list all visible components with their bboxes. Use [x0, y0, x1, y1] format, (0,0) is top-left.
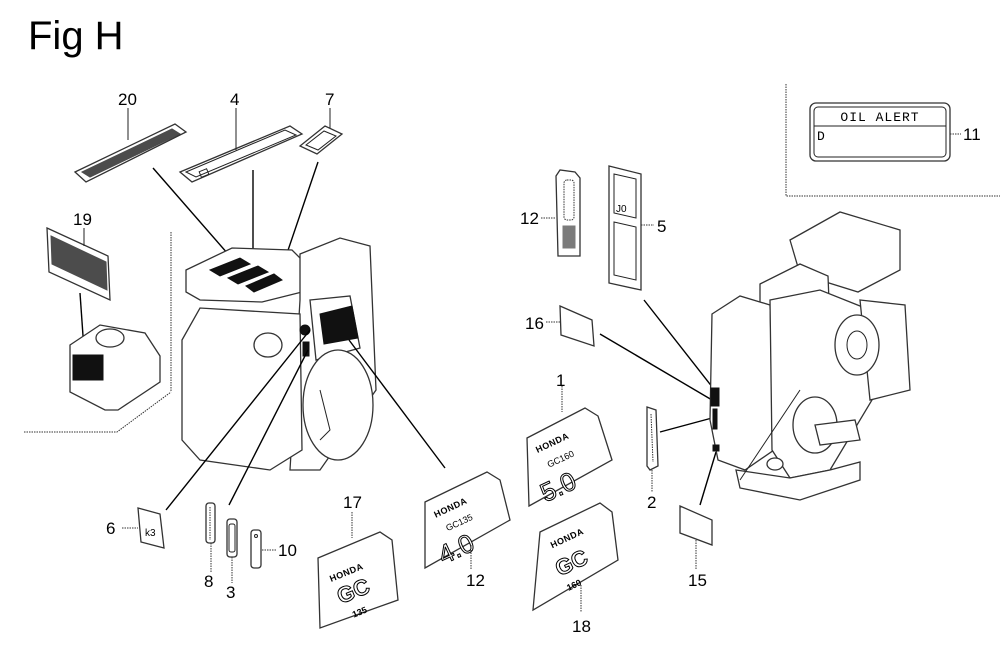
- engine-left: [181, 237, 377, 471]
- callout-1: 1: [556, 371, 565, 390]
- callout-15: 15: [688, 571, 707, 590]
- decal-12: 12: [520, 169, 581, 257]
- decal-6: k3 6: [106, 507, 165, 549]
- callout-12: 12: [520, 209, 539, 228]
- decal-20: 20: [73, 90, 188, 183]
- inset-oil-alert: OIL ALERT D 11: [785, 84, 1000, 197]
- callout-8: 8: [204, 572, 213, 591]
- engine-right: [709, 211, 911, 501]
- emblem-17: HONDA GC 135 17: [317, 493, 399, 629]
- callout-20: 20: [118, 90, 137, 109]
- callout-18: 18: [572, 617, 591, 636]
- callout-11: 11: [963, 125, 981, 144]
- emblem-1: HONDA GC160 5.0 1: [526, 371, 613, 508]
- decal-15: 15: [679, 505, 713, 590]
- svg-text:J0: J0: [616, 204, 627, 215]
- callout-19: 19: [73, 210, 92, 229]
- oil-alert-sub: D: [817, 129, 826, 144]
- decal-19: 19: [46, 210, 111, 302]
- oil-alert-text: OIL ALERT: [840, 110, 919, 125]
- decal-4: 4: [178, 90, 304, 183]
- decal-8: 8: [204, 502, 216, 591]
- decal-3: 3: [226, 518, 238, 602]
- oil-alert-label-inner: [813, 106, 947, 158]
- decal-2: 2: [646, 406, 659, 512]
- callout-3: 3: [226, 583, 235, 602]
- callout-2: 2: [647, 493, 656, 512]
- callout-16: 16: [525, 314, 544, 333]
- emblem-18: HONDA GC 160 18: [532, 502, 619, 636]
- decal-10: 10: [250, 529, 297, 569]
- decal-16: 16: [525, 304, 595, 347]
- callout-9: 12: [466, 571, 485, 590]
- oil-alert-label-outer: [809, 102, 951, 162]
- decal-5: J0 5: [608, 165, 666, 291]
- fuel-tank: [69, 324, 161, 411]
- callout-5: 5: [657, 217, 666, 236]
- callout-7: 7: [325, 90, 334, 109]
- callout-17: 17: [343, 493, 362, 512]
- emblem-9: HONDA GC135 4.0 12: [424, 471, 511, 590]
- callout-6: 6: [106, 519, 115, 538]
- svg-text:k3: k3: [145, 528, 156, 539]
- callout-4: 4: [230, 90, 239, 109]
- callout-10: 10: [278, 541, 297, 560]
- figure-title: Fig H: [28, 14, 124, 58]
- decal-7: 7: [298, 90, 344, 155]
